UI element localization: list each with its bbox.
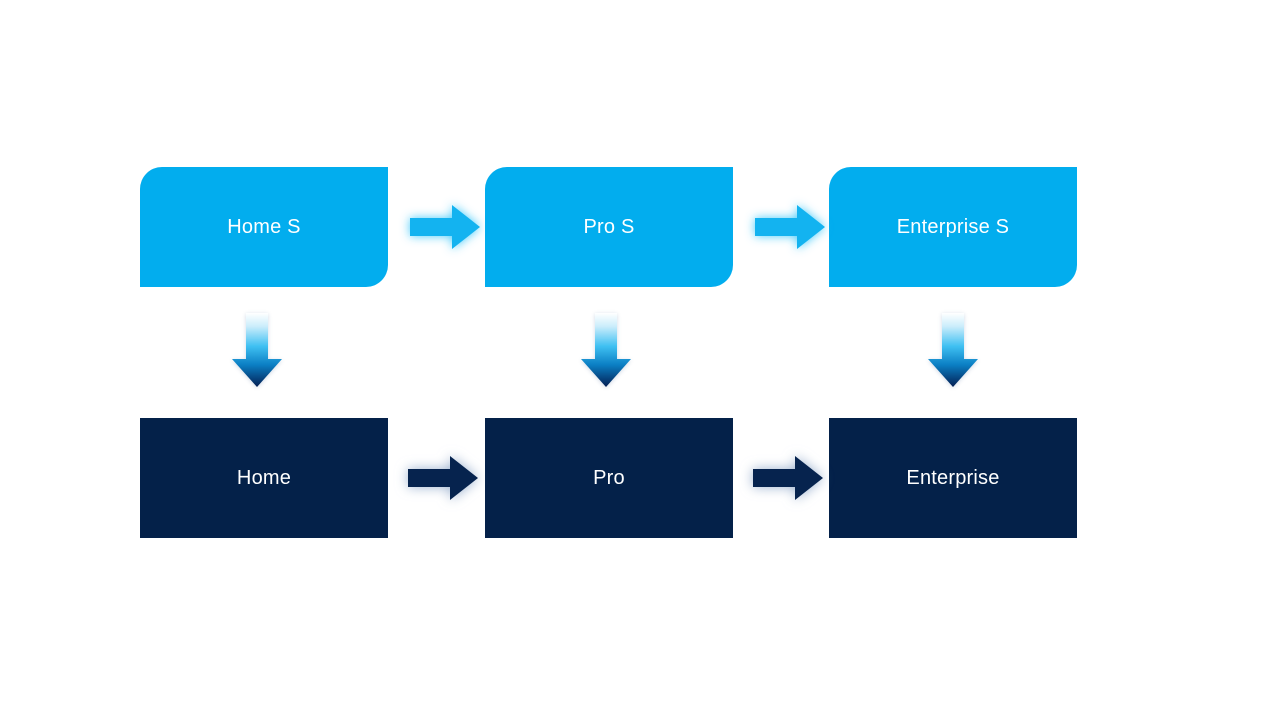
node-enterprise-label: Enterprise	[906, 467, 1000, 489]
node-pro[interactable]: Pro	[485, 418, 733, 538]
node-enterprise-s-label: Enterprise S	[896, 216, 1010, 238]
arrow-right-icon-pro-s-to-enterprise-s	[755, 205, 825, 249]
node-pro-s[interactable]: Pro S	[485, 167, 733, 287]
arrow-right-icon-home-to-pro	[408, 456, 478, 500]
arrow-right-icon-pro-to-enterprise	[753, 456, 823, 500]
arrow-down-icon-pro-s-to-pro	[581, 313, 631, 387]
arrow-right-icon-home-s-to-pro-s	[410, 205, 480, 249]
node-enterprise[interactable]: Enterprise	[829, 418, 1077, 538]
node-home-s-label: Home S	[227, 216, 301, 238]
node-home-s[interactable]: Home S	[140, 167, 388, 287]
node-enterprise-s[interactable]: Enterprise S	[829, 167, 1077, 287]
node-home-label: Home	[236, 467, 292, 489]
arrow-down-icon-home-s-to-home	[232, 313, 282, 387]
arrow-down-icon-enterprise-s-to-enterprise	[928, 313, 978, 387]
node-pro-s-label: Pro S	[583, 216, 635, 238]
node-pro-label: Pro	[593, 467, 625, 489]
node-home[interactable]: Home	[140, 418, 388, 538]
